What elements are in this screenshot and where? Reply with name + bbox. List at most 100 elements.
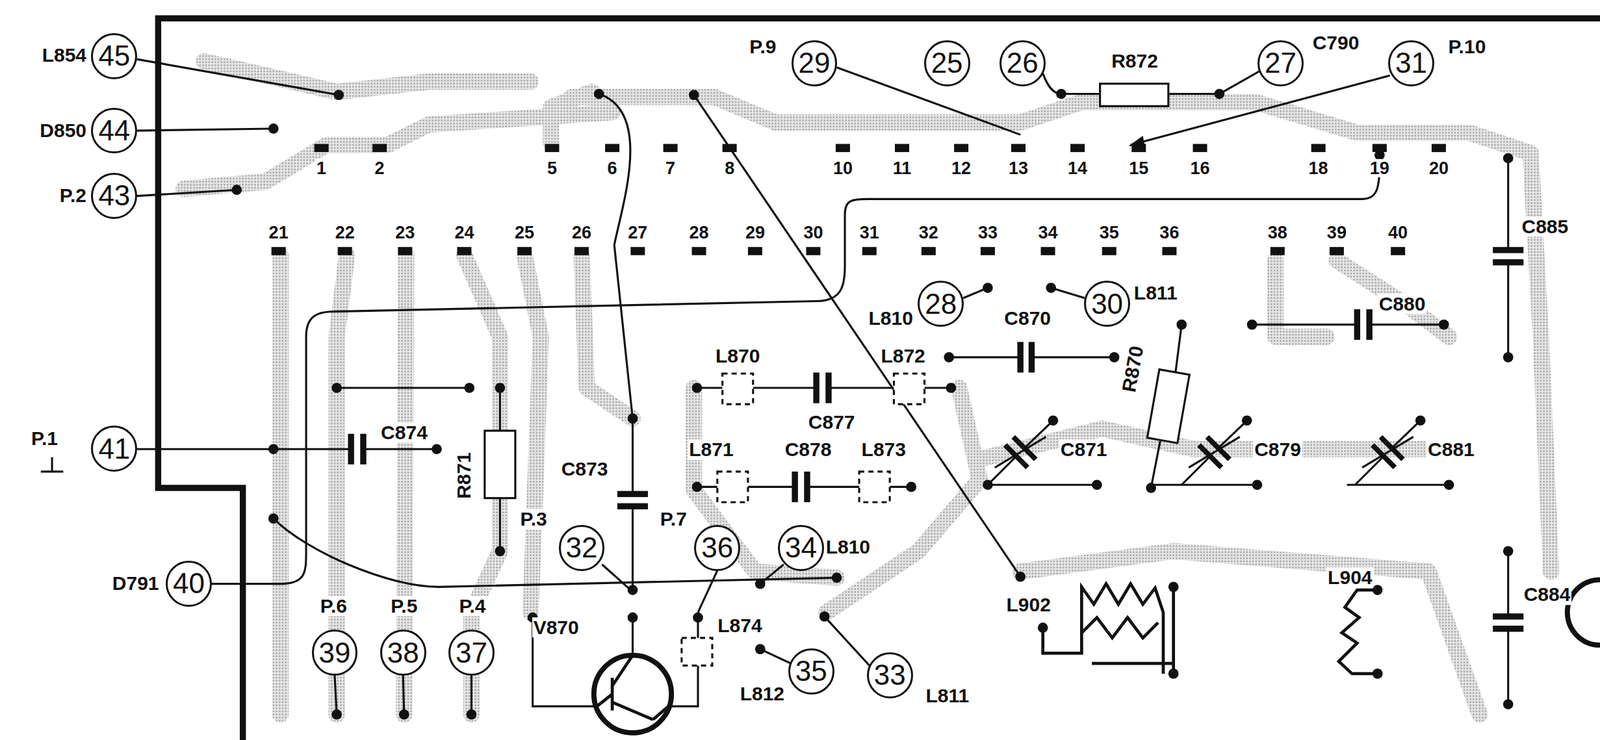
- pad: [954, 144, 969, 153]
- dot: [905, 482, 917, 493]
- pin-number: 22: [334, 223, 357, 242]
- leader-line: [824, 616, 870, 666]
- part-label: C885: [1520, 216, 1571, 238]
- part-label: C878: [783, 439, 834, 461]
- callout-number: 40: [172, 569, 205, 598]
- pad: [271, 246, 286, 256]
- transistor-leads: [597, 655, 669, 721]
- callout-number: 36: [701, 533, 734, 563]
- pad: [663, 144, 678, 153]
- pin-number: 20: [1427, 159, 1450, 178]
- pad: [372, 144, 387, 153]
- part-label: R870: [1118, 343, 1148, 396]
- leader-line: [694, 94, 1021, 578]
- dot: [819, 611, 830, 622]
- trimmer-arrow: [994, 436, 1047, 468]
- part-label: D791: [111, 573, 161, 594]
- ground-symbol: [40, 457, 64, 472]
- pad: [456, 246, 472, 256]
- callout-number: 43: [98, 181, 130, 210]
- callout-number: 35: [795, 657, 828, 686]
- pad: [1390, 246, 1406, 256]
- callout-circle: 33: [866, 652, 914, 699]
- pad: [692, 246, 707, 256]
- part-label: P.6: [319, 595, 349, 617]
- dot: [466, 709, 478, 721]
- trace: [204, 61, 531, 92]
- callout-number: 44: [98, 116, 130, 145]
- callout-number: 37: [455, 638, 488, 668]
- trimmer-lead: [1354, 420, 1420, 485]
- pad: [544, 144, 559, 153]
- capacitor-plate: [825, 372, 832, 403]
- callout-number: 45: [98, 41, 130, 71]
- part-label: P.9: [748, 36, 778, 58]
- resistor-symbol: [484, 430, 516, 499]
- wire: [987, 484, 1450, 487]
- pin-number: 5: [545, 159, 559, 178]
- dot: [331, 709, 342, 721]
- callout-number: 33: [874, 660, 906, 690]
- dot: [268, 123, 279, 134]
- dot: [1247, 319, 1258, 331]
- dot: [627, 413, 639, 424]
- dot: [399, 709, 410, 721]
- dot: [1372, 584, 1383, 596]
- part-label: C880: [1377, 293, 1428, 315]
- wire: [336, 387, 500, 552]
- pin-number: 21: [267, 223, 290, 242]
- dot: [231, 184, 242, 195]
- callout-circle: 40: [165, 560, 212, 607]
- part-label: C877: [807, 412, 857, 433]
- pin-number: 19: [1368, 159, 1391, 178]
- part-label: L902: [1005, 594, 1053, 616]
- callout-circle: 36: [694, 525, 741, 572]
- pad: [921, 246, 936, 256]
- capacitor-plate: [812, 372, 819, 403]
- dot: [627, 612, 639, 624]
- pad: [748, 246, 763, 256]
- dot: [831, 572, 843, 583]
- leader-lines: [136, 59, 1390, 715]
- callout-number: 39: [319, 638, 351, 668]
- dot: [1168, 668, 1179, 680]
- part-label: R872: [1109, 50, 1160, 72]
- part-label: L871: [687, 439, 735, 461]
- callout-number: 26: [1006, 48, 1039, 78]
- trace: [272, 255, 289, 715]
- dot: [1503, 699, 1514, 710]
- callout-number: 31: [1395, 48, 1428, 78]
- part-label: P.3: [519, 508, 549, 530]
- leader-line: [211, 155, 1380, 585]
- leader-line: [697, 570, 718, 613]
- dot: [268, 443, 279, 455]
- pin-number: 28: [688, 223, 711, 242]
- part-label: V870: [532, 617, 581, 639]
- pin-number: 26: [570, 223, 593, 242]
- pad: [397, 246, 413, 256]
- part-label: C884: [1522, 584, 1573, 606]
- part-label: C790: [1311, 32, 1361, 54]
- capacitor-plate: [1492, 246, 1524, 253]
- pad: [630, 246, 645, 256]
- callout-circle: 32: [558, 525, 606, 572]
- pin-number: 38: [1266, 223, 1289, 242]
- dot: [1503, 546, 1514, 557]
- trimmer-lead: [1181, 420, 1247, 485]
- pin-number: 25: [513, 223, 536, 242]
- part-label: L870: [714, 345, 762, 367]
- callout-circle: 25: [924, 40, 971, 87]
- coil-l904: [1338, 590, 1378, 674]
- dot: [1438, 319, 1450, 331]
- part-label: L810: [866, 308, 914, 329]
- dot: [1503, 352, 1514, 363]
- capacitor-plate: [1492, 613, 1524, 620]
- pin-number: 27: [626, 223, 649, 242]
- coil-symbol: [717, 471, 749, 503]
- pin-number: 35: [1098, 223, 1121, 242]
- callout-circle: 27: [1257, 40, 1304, 87]
- leader-line: [273, 518, 838, 587]
- dot: [755, 579, 766, 590]
- board-outline: [157, 18, 1600, 740]
